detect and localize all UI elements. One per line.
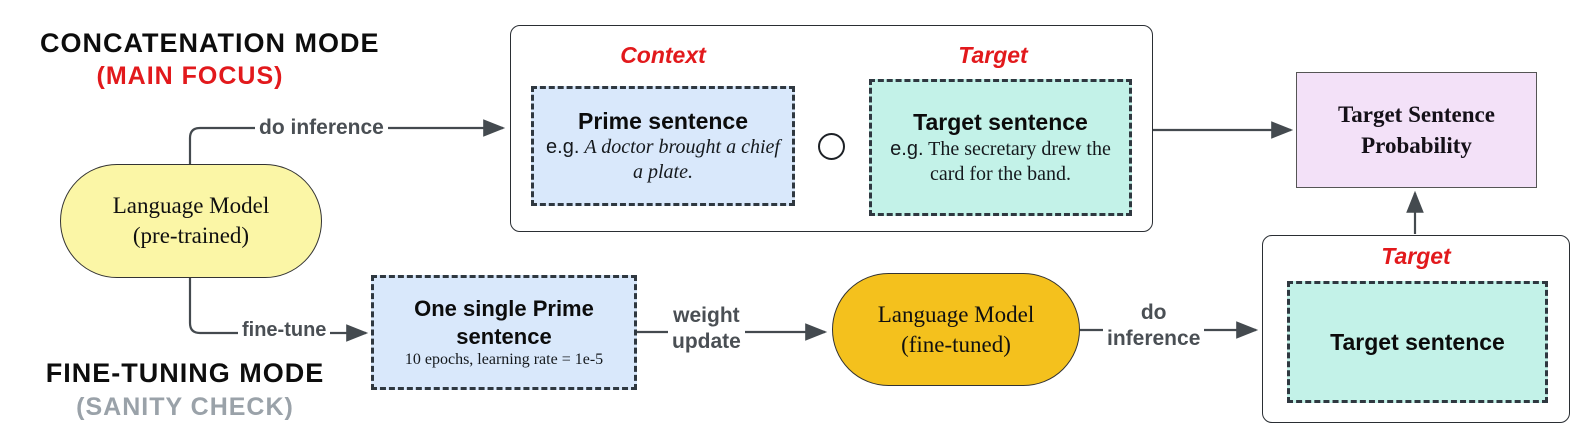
one-single-prime-box: One single Prime sentence 10 epochs, lea… xyxy=(371,275,637,390)
context-caption: Context xyxy=(620,42,706,68)
do-inference-bottom-line2: inference xyxy=(1107,327,1201,351)
main-focus-subtitle: (MAIN FOCUS) xyxy=(96,62,284,90)
target-sentence-top-box: Target sentence e.g. The secretary drew … xyxy=(869,79,1132,216)
concatenation-circle-icon xyxy=(818,133,845,160)
do-inference-top-label: do inference xyxy=(255,115,388,142)
target-sentence-bottom-box: Target sentence xyxy=(1287,281,1548,403)
prime-sentence-example: e.g. A doctor brought a chief a plate. xyxy=(542,135,784,185)
target-sentence-top-example: e.g. The secretary drew the card for the… xyxy=(880,137,1121,187)
target-example-text: The secretary drew the card for the band… xyxy=(928,137,1111,185)
prime-sentence-box: Prime sentence e.g. A doctor brought a c… xyxy=(531,86,795,206)
prime-example-text: A doctor brought a chief a plate. xyxy=(584,136,780,184)
lm-finetuned-node: Language Model (fine-tuned) xyxy=(832,273,1080,386)
do-inference-bottom-label: do inference xyxy=(1103,300,1205,353)
target-sentence-bottom-title: Target sentence xyxy=(1330,328,1505,355)
probability-line2: Probability xyxy=(1361,133,1472,158)
target-sentence-top-title: Target sentence xyxy=(913,109,1088,136)
prime-eg: e.g. xyxy=(546,136,580,159)
target-caption-top: Target xyxy=(958,42,1028,68)
one-single-prime-title: One single Prime sentence xyxy=(414,296,594,349)
do-inference-bottom-line1: do xyxy=(1140,301,1167,324)
lm-finetuned-line2: (fine-tuned) xyxy=(901,331,1011,357)
lm-finetuned-line1: Language Model xyxy=(877,301,1035,327)
lm-pretrained-line1: Language Model xyxy=(112,193,270,219)
weight-update-line1: weight xyxy=(673,304,740,327)
lm-pretrained-line2: (pre-trained) xyxy=(132,223,250,248)
sanity-check-subtitle: (SANITY CHECK) xyxy=(76,393,294,421)
weight-update-line2: update xyxy=(672,330,741,354)
fine-tune-label: fine-tune xyxy=(238,318,331,343)
probability-line1: Target Sentence xyxy=(1338,101,1495,127)
weight-update-label: weight update xyxy=(668,303,745,356)
target-sentence-probability-box: Target Sentence Probability xyxy=(1296,72,1537,188)
one-single-prime-subtitle: 10 epochs, learning rate = 1e-5 xyxy=(404,351,604,368)
target-caption-bottom: Target xyxy=(1381,243,1451,269)
fine-tuning-mode-title: FINE-TUNING MODE xyxy=(45,358,325,388)
concatenation-mode-title: CONCATENATION MODE xyxy=(40,28,380,58)
prime-sentence-title: Prime sentence xyxy=(577,107,749,134)
target-eg: e.g. xyxy=(890,137,924,160)
lm-pretrained-node: Language Model (pre-trained) xyxy=(60,164,322,278)
